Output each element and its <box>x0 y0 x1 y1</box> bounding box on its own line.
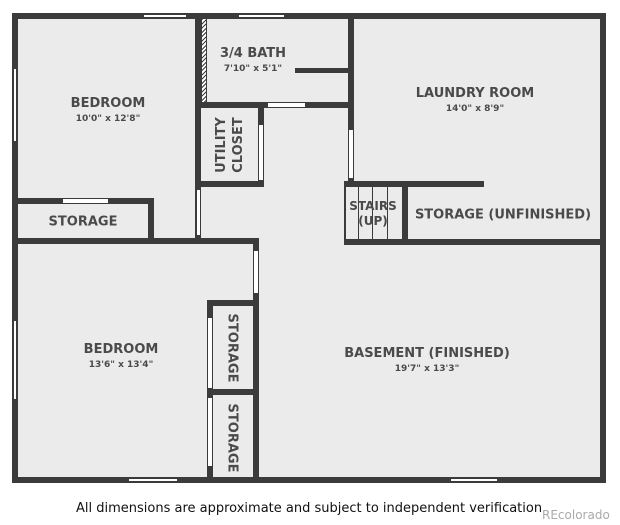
room-name: BEDROOM <box>83 342 159 357</box>
window <box>238 14 285 18</box>
stair-tread <box>372 187 373 239</box>
outer-wall-bottom <box>12 477 606 483</box>
room-storage-unfinished: STORAGE (UNFINISHED) <box>415 208 591 223</box>
room-bath: 3/4 BATH 7'10" x 5'1" <box>220 46 286 74</box>
wall <box>195 13 201 244</box>
window <box>450 478 498 482</box>
room-dims: 10'0" x 12'8" <box>75 114 141 124</box>
room-storage-2: STORAGE <box>225 314 240 383</box>
wall <box>344 181 346 243</box>
room-name: (UP) <box>358 214 388 228</box>
doorway <box>197 190 200 235</box>
outer-wall-left <box>12 13 18 483</box>
room-dims: 19'7" x 13'3" <box>394 364 460 374</box>
wall <box>295 68 350 73</box>
doorway <box>268 103 305 107</box>
room-bedroom-1: BEDROOM 10'0" x 12'8" <box>71 96 146 124</box>
room-name: LAUNDRY ROOM <box>415 86 535 101</box>
wall <box>402 181 408 243</box>
room-name: BASEMENT (FINISHED) <box>344 346 510 361</box>
room-storage-1: STORAGE <box>49 215 118 230</box>
wall <box>344 239 606 245</box>
room-name: STAIRS <box>349 199 397 213</box>
window <box>13 68 17 142</box>
room-name: STORAGE <box>48 214 118 230</box>
room-name: STORAGE <box>224 403 240 473</box>
room-dims: 7'10" x 5'1" <box>223 64 283 74</box>
room-name: BEDROOM <box>70 96 146 111</box>
room-stairs: STAIRS(UP) <box>349 199 397 229</box>
doorway <box>63 199 108 203</box>
doorway <box>208 318 212 388</box>
floor-area <box>12 13 606 483</box>
stair-tread <box>387 187 388 239</box>
hatched-wall <box>201 18 207 103</box>
wall <box>12 238 259 244</box>
room-name: UTILITY <box>214 117 229 173</box>
doorway <box>208 398 212 466</box>
wall <box>253 238 259 483</box>
wall <box>348 13 354 185</box>
room-dims: 14'0" x 8'9" <box>445 104 505 114</box>
brand-watermark: REcolorado <box>542 508 610 522</box>
wall <box>344 181 484 187</box>
outer-wall-top <box>12 13 606 19</box>
doorway <box>254 251 258 293</box>
doorway <box>259 125 263 180</box>
room-basement: BASEMENT (FINISHED) 19'7" x 13'3" <box>344 346 510 374</box>
window <box>128 478 178 482</box>
window <box>143 14 187 18</box>
disclaimer-text: All dimensions are approximate and subje… <box>76 501 543 516</box>
wall <box>207 300 258 306</box>
room-dims: 13'6" x 13'4" <box>88 360 154 370</box>
room-name: 3/4 BATH <box>219 46 287 61</box>
outer-wall-right <box>600 13 606 483</box>
room-name: CLOSET <box>231 117 246 173</box>
room-laundry: LAUNDRY ROOM 14'0" x 8'9" <box>416 86 534 114</box>
room-bedroom-2: BEDROOM 13'6" x 13'4" <box>84 342 159 370</box>
stair-tread <box>358 187 359 239</box>
room-name: STORAGE (UNFINISHED) <box>414 207 592 223</box>
room-storage-3: STORAGE <box>225 404 240 473</box>
wall <box>201 181 264 187</box>
window <box>13 320 17 400</box>
doorway <box>349 130 353 178</box>
wall <box>207 389 258 395</box>
room-name: STORAGE <box>224 313 240 383</box>
wall <box>148 198 154 244</box>
